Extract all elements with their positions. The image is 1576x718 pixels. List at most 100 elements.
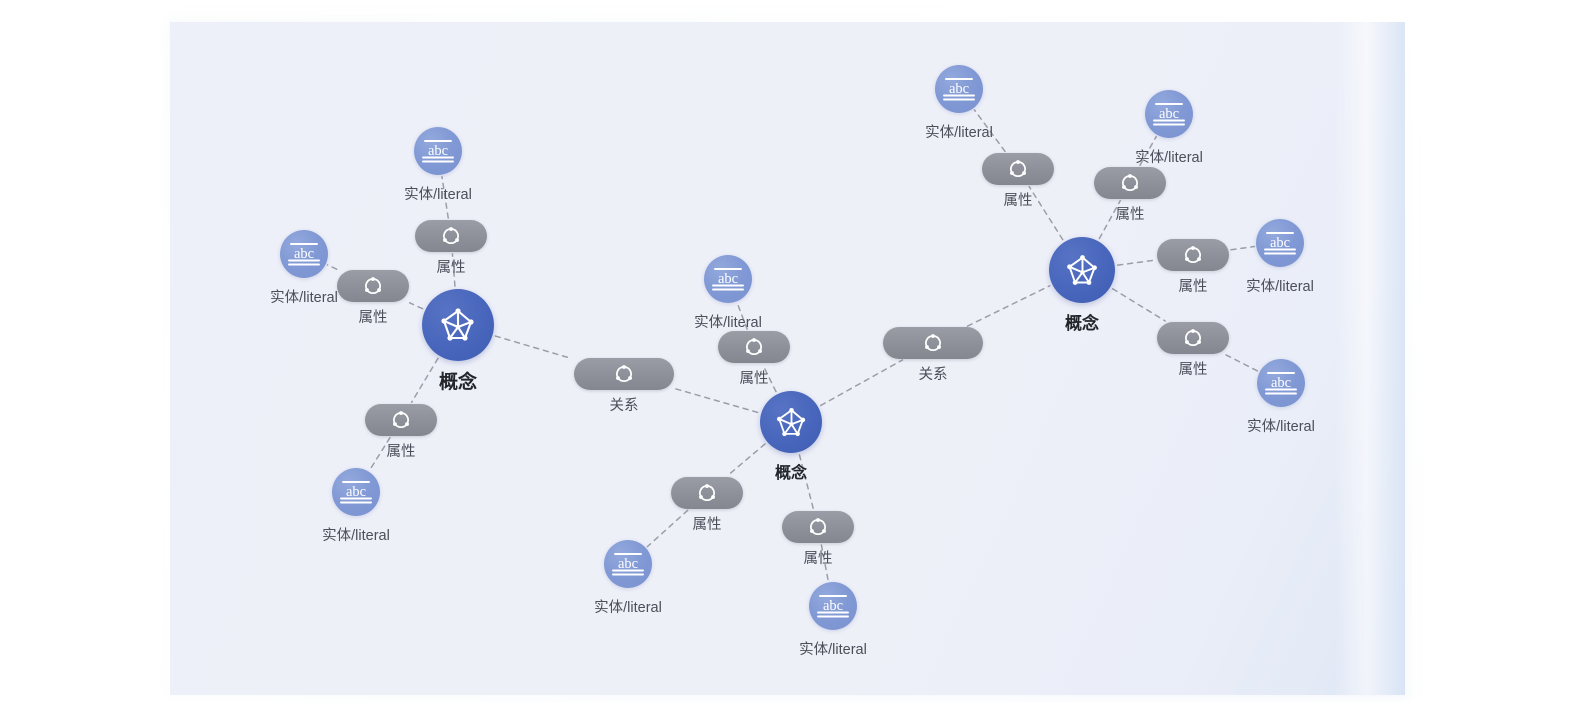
- entity-bubble[interactable]: abc: [604, 540, 652, 588]
- entity-node[interactable]: abc 实体/literal: [1247, 359, 1315, 435]
- entity-bubble[interactable]: abc: [809, 582, 857, 630]
- attribute-node-label: 属性: [1115, 207, 1145, 223]
- attribute-node-label: 属性: [358, 310, 388, 326]
- concept-node-label: 概念: [1065, 314, 1099, 333]
- entity-node[interactable]: abc 实体/literal: [1246, 219, 1314, 295]
- concept-node[interactable]: 概念: [1049, 237, 1115, 333]
- attribute-circle-icon: [393, 411, 409, 428]
- entity-bubble[interactable]: abc: [1145, 90, 1193, 138]
- attribute-pill[interactable]: [718, 331, 790, 363]
- attribute-pill[interactable]: [782, 511, 854, 543]
- abc-text-icon: abc: [612, 553, 644, 576]
- concept-bubble[interactable]: [760, 391, 822, 453]
- attribute-circle-icon: [616, 365, 632, 382]
- entity-bubble[interactable]: abc: [280, 230, 328, 278]
- svg-text:abc: abc: [1270, 235, 1290, 251]
- attribute-circle-icon: [443, 227, 459, 244]
- entity-node[interactable]: abc 实体/literal: [270, 230, 338, 306]
- svg-text:abc: abc: [1159, 106, 1179, 122]
- attribute-node[interactable]: 属性: [365, 404, 437, 460]
- attribute-node-label: 属性: [1178, 279, 1208, 295]
- graph-edge: [494, 335, 573, 360]
- relation-pill[interactable]: [574, 358, 674, 390]
- attribute-node[interactable]: 属性: [1157, 239, 1229, 295]
- abc-text-icon: abc: [817, 595, 849, 618]
- entity-bubble[interactable]: abc: [935, 65, 983, 113]
- attribute-circle-icon: [365, 277, 381, 294]
- entity-node-label: 实体/literal: [694, 315, 762, 331]
- concept-graph-icon: [1066, 254, 1097, 285]
- attribute-node-label: 属性: [803, 551, 833, 567]
- graph-edge: [1111, 288, 1166, 322]
- relation-pill[interactable]: [883, 327, 983, 359]
- concept-node[interactable]: 概念: [760, 391, 822, 482]
- attribute-node[interactable]: 属性: [1094, 167, 1166, 223]
- concept-bubble[interactable]: [1049, 237, 1115, 303]
- graph-edge: [1230, 245, 1255, 251]
- attribute-pill[interactable]: [415, 220, 487, 252]
- svg-text:abc: abc: [949, 81, 969, 97]
- svg-text:abc: abc: [718, 271, 738, 287]
- attribute-pill[interactable]: [1157, 239, 1229, 271]
- attribute-pill[interactable]: [365, 404, 437, 436]
- abc-text-icon: abc: [288, 243, 320, 266]
- attribute-pill[interactable]: [337, 270, 409, 302]
- concept-node[interactable]: 概念: [422, 289, 494, 393]
- entity-node[interactable]: abc 实体/literal: [404, 127, 472, 203]
- relation-node-label: 关系: [918, 367, 948, 383]
- attribute-node[interactable]: 属性: [337, 270, 409, 326]
- entity-node[interactable]: abc 实体/literal: [594, 540, 662, 616]
- attribute-circle-icon: [1185, 329, 1201, 346]
- entity-node[interactable]: abc 实体/literal: [925, 65, 993, 141]
- entity-bubble[interactable]: abc: [1256, 219, 1304, 267]
- graph-edge: [1225, 354, 1259, 372]
- abc-text-icon: abc: [422, 140, 454, 163]
- panel-sheen-overlay: [1335, 22, 1405, 695]
- attribute-circle-icon: [699, 484, 715, 501]
- abc-text-icon: abc: [1264, 232, 1296, 255]
- graph-edge: [410, 357, 439, 404]
- abc-text-icon: abc: [340, 481, 372, 504]
- graph-canvas-panel[interactable]: 概念 概念 概念 abc 实体/literal: [170, 22, 1405, 695]
- entity-bubble[interactable]: abc: [704, 255, 752, 303]
- attribute-node[interactable]: 属性: [782, 511, 854, 567]
- graph-edge: [1116, 259, 1156, 266]
- entity-node-label: 实体/literal: [1247, 419, 1315, 435]
- attribute-node[interactable]: 属性: [671, 477, 743, 533]
- svg-text:abc: abc: [823, 598, 843, 614]
- entity-bubble[interactable]: abc: [1257, 359, 1305, 407]
- entity-node[interactable]: abc 实体/literal: [1135, 90, 1203, 166]
- entity-bubble[interactable]: abc: [414, 127, 462, 175]
- entity-node[interactable]: abc 实体/literal: [799, 582, 867, 658]
- svg-text:abc: abc: [618, 556, 638, 572]
- attribute-node[interactable]: 属性: [415, 220, 487, 276]
- attribute-circle-icon: [810, 518, 826, 535]
- attribute-pill[interactable]: [982, 153, 1054, 185]
- entity-node[interactable]: abc 实体/literal: [322, 468, 390, 544]
- attribute-circle-icon: [1122, 174, 1138, 191]
- graph-edge: [326, 264, 338, 270]
- attribute-node[interactable]: 属性: [1157, 322, 1229, 378]
- relation-node[interactable]: 关系: [883, 327, 983, 383]
- relation-node[interactable]: 关系: [574, 358, 674, 414]
- attribute-circle-icon: [925, 334, 941, 351]
- attribute-pill[interactable]: [671, 477, 743, 509]
- entity-node-label: 实体/literal: [594, 600, 662, 616]
- entity-node-label: 实体/literal: [322, 528, 390, 544]
- concept-bubble[interactable]: [422, 289, 494, 361]
- graph-edge: [819, 359, 904, 407]
- graph-edge: [1028, 185, 1064, 241]
- entity-node[interactable]: abc 实体/literal: [694, 255, 762, 331]
- attribute-node[interactable]: 属性: [982, 153, 1054, 209]
- graph-edge: [408, 302, 424, 310]
- concept-node-label: 概念: [438, 372, 478, 393]
- entity-bubble[interactable]: abc: [332, 468, 380, 516]
- attribute-pill[interactable]: [1094, 167, 1166, 199]
- attribute-node[interactable]: 属性: [718, 331, 790, 387]
- entity-node-label: 实体/literal: [799, 642, 867, 658]
- abc-text-icon: abc: [1265, 372, 1297, 395]
- attribute-node-label: 属性: [436, 260, 466, 276]
- attribute-pill[interactable]: [1157, 322, 1229, 354]
- entity-node-label: 实体/literal: [270, 290, 338, 306]
